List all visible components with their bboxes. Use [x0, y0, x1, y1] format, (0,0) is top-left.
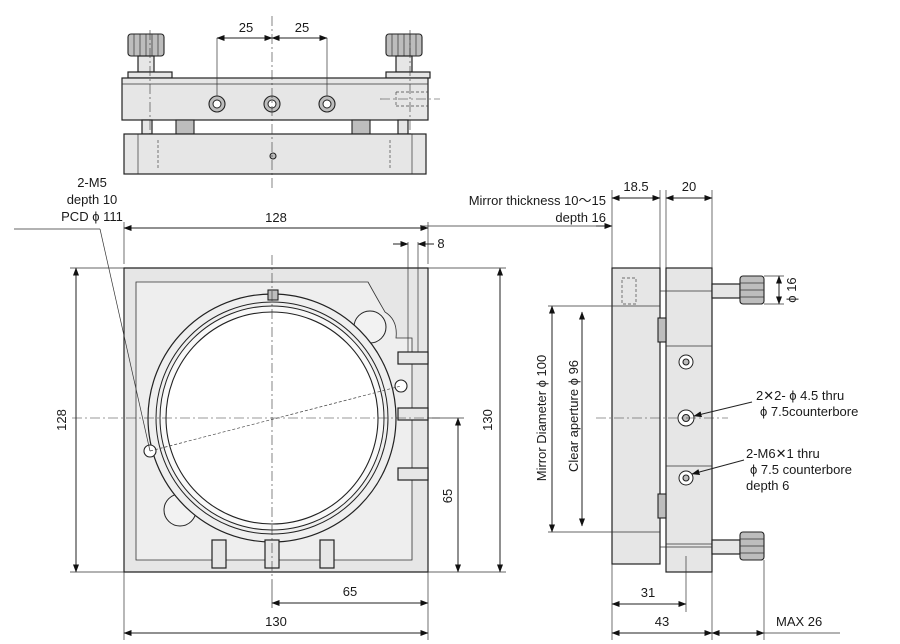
side-knob-top — [660, 275, 765, 305]
dim-top-right: 25 — [295, 20, 309, 35]
thread-note-1: 2-M5 — [77, 175, 107, 190]
hole-note-2-line-2: ϕ 7.5 counterbore — [750, 462, 852, 477]
dim-top-left: 25 — [239, 20, 253, 35]
clear-aperture-label: Clear aperture ϕ 96 — [566, 360, 581, 472]
dim-31: 31 — [641, 585, 655, 600]
dim-width-128: 128 — [265, 210, 287, 225]
depth-label: depth 16 — [555, 210, 606, 225]
dim-hole-width-65: 65 — [343, 584, 357, 599]
top-view: 25 25 — [121, 16, 440, 190]
dim-height-128: 128 — [54, 409, 69, 431]
dim-20: 20 — [682, 179, 696, 194]
hole-note-2-line-1: 2-M6✕1 thru — [746, 446, 820, 461]
dim-18-5: 18.5 — [623, 179, 648, 194]
side-knob-bottom — [660, 531, 765, 561]
dim-slot-8: 8 — [437, 236, 444, 251]
right-knob — [385, 33, 431, 79]
mirror-diameter-label: Mirror Diameter ϕ 100 — [534, 355, 549, 481]
dim-max-26: MAX 26 — [776, 614, 822, 629]
side-view: Mirror thickness 10～15 depth 16 18.5 20 … — [420, 179, 858, 640]
top-plate — [121, 77, 429, 121]
dim-height-130: 130 — [480, 409, 495, 431]
dim-hole-height-65: 65 — [440, 489, 455, 503]
dim-width-130: 130 — [265, 614, 287, 629]
side-mirror-plate — [611, 267, 661, 565]
hole-note-2-line-3: depth 6 — [746, 478, 789, 493]
thread-note-2: depth 10 — [67, 192, 118, 207]
hole-note-1-line-1: 2✕2- ϕ 4.5 thru — [756, 388, 844, 403]
thread-note-3: PCD ϕ 111 — [61, 209, 123, 224]
dim-knob-dia-16: ϕ 16 — [784, 277, 799, 302]
mirror-thickness-label: Mirror thickness 10～15 — [469, 193, 606, 208]
dim-43: 43 — [655, 614, 669, 629]
hole-note-1-line-2: ϕ 7.5counterbore — [760, 404, 858, 419]
front-view: 2-M5 depth 10 PCD ϕ 111 128 8 128 130 65… — [14, 175, 506, 640]
